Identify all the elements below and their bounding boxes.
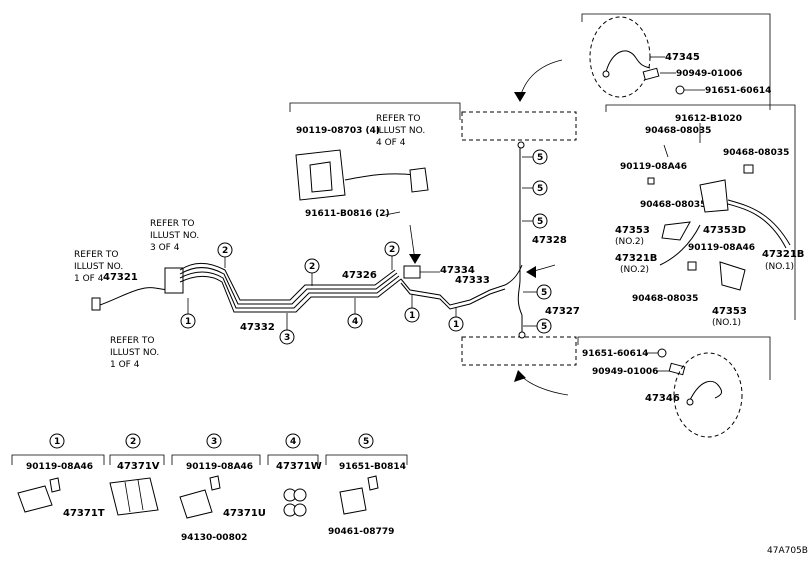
legend-3-clip: 47371U [223, 508, 266, 519]
part-90468-08035-d: 90468-08035 [632, 294, 698, 304]
harness-callouts: 1 2 3 2 4 2 1 1 5 5 5 5 5 [180, 149, 552, 345]
legend-5-num: 5 [363, 437, 369, 447]
placeholder-box-top [461, 111, 577, 141]
legend-1-part: 90119-08A46 [26, 462, 93, 472]
svg-text:1: 1 [453, 320, 459, 330]
part-47333: 47333 [455, 275, 490, 286]
part-90468-08035-a: 90468-08035 [645, 126, 711, 136]
callout-2c [384, 241, 400, 257]
part-47327: 47327 [545, 306, 580, 317]
refer-3-line3: 3 OF 4 [150, 243, 180, 253]
svg-text:3: 3 [284, 333, 290, 343]
svg-text:4: 4 [352, 317, 358, 327]
svg-text:2: 2 [309, 262, 315, 272]
part-90119-08703: 90119-08703 (4) [296, 126, 380, 136]
refer-4-line1: REFER TO [376, 114, 421, 124]
legend-5-extra: 90461-08779 [328, 527, 394, 537]
inset-sensor-assembly: REFER TO ILLUST NO. 4 OF 4 90119-08703 (… [289, 102, 461, 264]
legend-3-extra: 94130-00802 [181, 533, 247, 543]
part-47321b-no1: 47321B [762, 249, 804, 260]
part-47353-no1: 47353 [712, 306, 747, 317]
part-47321b-no2-sub: (NO.2) [620, 265, 649, 275]
callout-4 [347, 313, 363, 329]
part-90119-08a46-a: 90119-08A46 [620, 162, 687, 172]
refer-4-line2: ILLUST NO. [376, 126, 425, 136]
refer-1-line2: ILLUST NO. [74, 262, 123, 272]
part-47334: 47334 [440, 265, 475, 276]
part-90468-08035-b: 90468-08035 [723, 148, 789, 158]
callout-5c [532, 213, 548, 229]
legend-2-clip: 47371V [117, 461, 160, 472]
svg-text:1: 1 [185, 317, 191, 327]
part-91612-b1020: 91612-B1020 [675, 114, 742, 124]
part-91611-b0816: 91611-B0816 (2) [305, 209, 390, 219]
part-47328: 47328 [532, 235, 567, 246]
part-90119-08a46-b: 90119-08A46 [688, 243, 755, 253]
svg-text:5: 5 [537, 153, 543, 163]
legend-1-num: 1 [54, 437, 60, 447]
part-47353-no2: 47353 [615, 225, 650, 236]
legend-3-part: 90119-08A46 [186, 462, 253, 472]
svg-text:5: 5 [541, 288, 547, 298]
svg-text:2: 2 [389, 245, 395, 255]
svg-text:5: 5 [541, 322, 547, 332]
svg-text:2: 2 [222, 246, 228, 256]
legend-1-clip: 47371T [63, 508, 105, 519]
legend-2-num: 2 [130, 437, 136, 447]
part-47321b-no1-sub: (NO.1) [765, 262, 794, 272]
part-90949-01006-bot: 90949-01006 [592, 367, 658, 377]
callout-1c [448, 316, 464, 332]
callout-1b [404, 307, 420, 323]
refer-3-line2: ILLUST NO. [150, 231, 199, 241]
legend-5-part: 91651-B0814 [339, 462, 406, 472]
part-47345: 47345 [665, 52, 700, 63]
callout-5b [532, 180, 548, 196]
main-harness [91, 141, 556, 339]
callout-2b [304, 258, 320, 274]
inset-bracket-assembly: 91612-B1020 90468-08035 90468-08035 9011… [605, 104, 804, 328]
svg-text:1: 1 [409, 311, 415, 321]
part-47353-no2-sub: (NO.2) [615, 237, 644, 247]
part-47346: 47346 [645, 393, 680, 404]
diagram-id: 47A705B [767, 546, 808, 556]
inset-47346: 91651-60614 90949-01006 47346 [514, 336, 771, 438]
part-47353-no1-sub: (NO.1) [712, 318, 741, 328]
legend-4-clip: 47371W [276, 461, 322, 472]
inset-47345: 47345 90949-01006 91651-60614 [514, 13, 771, 110]
part-47326: 47326 [342, 270, 377, 281]
refer-2-line3: 1 OF 4 [110, 360, 140, 370]
callout-5e [536, 318, 552, 334]
part-91651-60614-top: 91651-60614 [705, 86, 771, 96]
callout-5a [532, 149, 548, 165]
refer-1-line3: 1 OF 4 [74, 274, 104, 284]
refer-2-line1: REFER TO [110, 336, 155, 346]
part-47321: 47321 [103, 272, 138, 283]
part-90468-08035-c: 90468-08035 [640, 200, 706, 210]
legend-4-num: 4 [290, 437, 296, 447]
svg-text:5: 5 [537, 184, 543, 194]
callout-2a [217, 242, 233, 258]
callout-5d [536, 284, 552, 300]
legend-3-num: 3 [211, 437, 217, 447]
placeholder-box-bottom [461, 336, 577, 366]
refer-4-line3: 4 OF 4 [376, 138, 406, 148]
part-90949-01006-top: 90949-01006 [676, 69, 742, 79]
svg-text:5: 5 [537, 217, 543, 227]
callout-1a [180, 313, 196, 329]
clip-legend: 1 90119-08A46 47371T 2 47371V 3 90119-08… [11, 433, 408, 543]
part-47332: 47332 [240, 322, 275, 333]
part-47321b-no2: 47321B [615, 253, 657, 264]
part-91651-60614-bot: 91651-60614 [582, 349, 648, 359]
refer-3-line1: REFER TO [150, 219, 195, 229]
callout-3 [279, 329, 295, 345]
refer-2-line2: ILLUST NO. [110, 348, 159, 358]
part-47353d: 47353D [703, 225, 746, 236]
refer-1-line1: REFER TO [74, 250, 119, 260]
